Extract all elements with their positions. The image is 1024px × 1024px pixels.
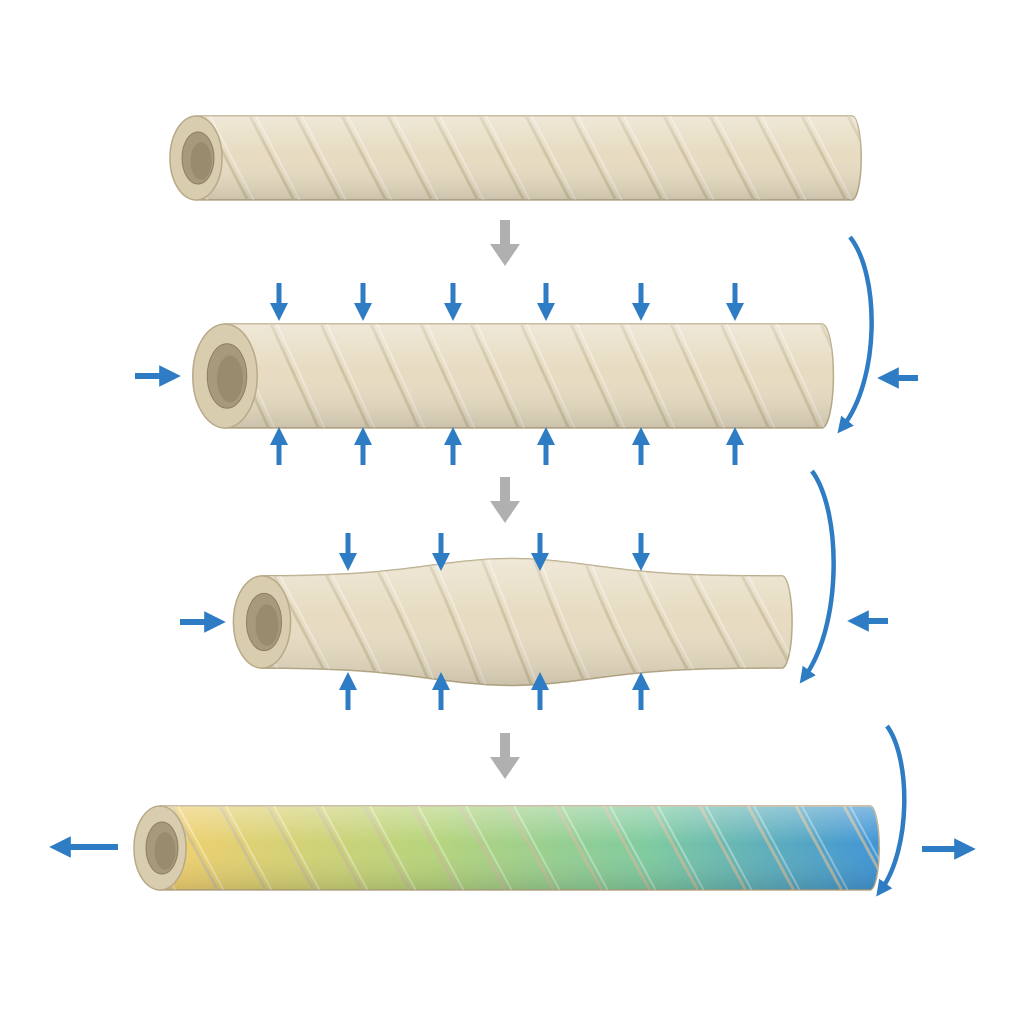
tube-shading [160,806,880,890]
load-arrows-stage-3 [180,469,888,710]
tube-bulged [232,557,793,687]
load-arrows-stage-2 [135,235,918,465]
tube-bore-shadow [154,832,176,870]
tube-compressed [192,323,835,429]
tube-stretched [133,805,880,891]
tube-bore-shadow [217,355,243,403]
tube-shading [196,116,862,200]
tube-bore-shadow [190,142,212,180]
down-arrow-icon [490,220,520,266]
curved-arrow-icon [799,469,836,684]
tube-bore-shadow [255,604,279,646]
tube-shading [262,558,793,686]
tube-shading [225,324,834,428]
tube-initial [169,115,862,201]
curved-arrow-icon [837,235,874,434]
down-arrow-icon [490,733,520,779]
load-arrows-stage-4 [49,724,976,897]
curved-arrow-icon [876,724,907,897]
down-arrow-icon [490,477,520,523]
